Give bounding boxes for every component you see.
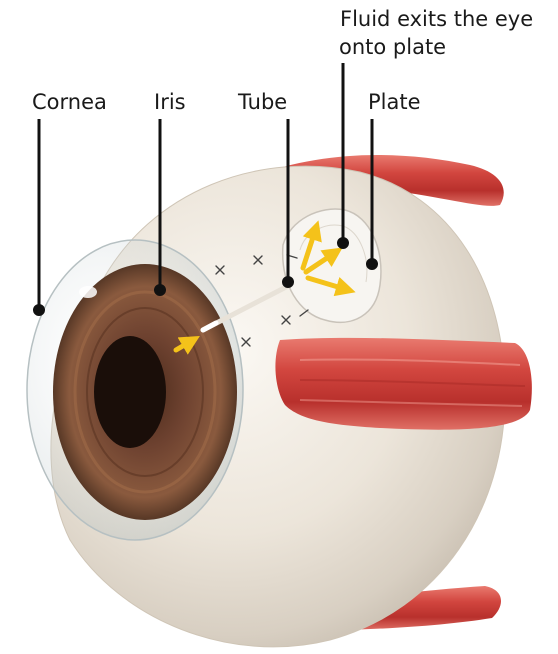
label-cornea: Cornea [32, 90, 107, 114]
label-iris: Iris [154, 90, 186, 114]
muscle-right [275, 338, 531, 430]
label-tube: Tube [238, 90, 287, 114]
pupil [94, 336, 166, 448]
label-fluid-line1: Fluid exits the eye [340, 6, 533, 33]
label-fluid-line2: onto plate [339, 34, 446, 61]
label-plate: Plate [368, 90, 421, 114]
